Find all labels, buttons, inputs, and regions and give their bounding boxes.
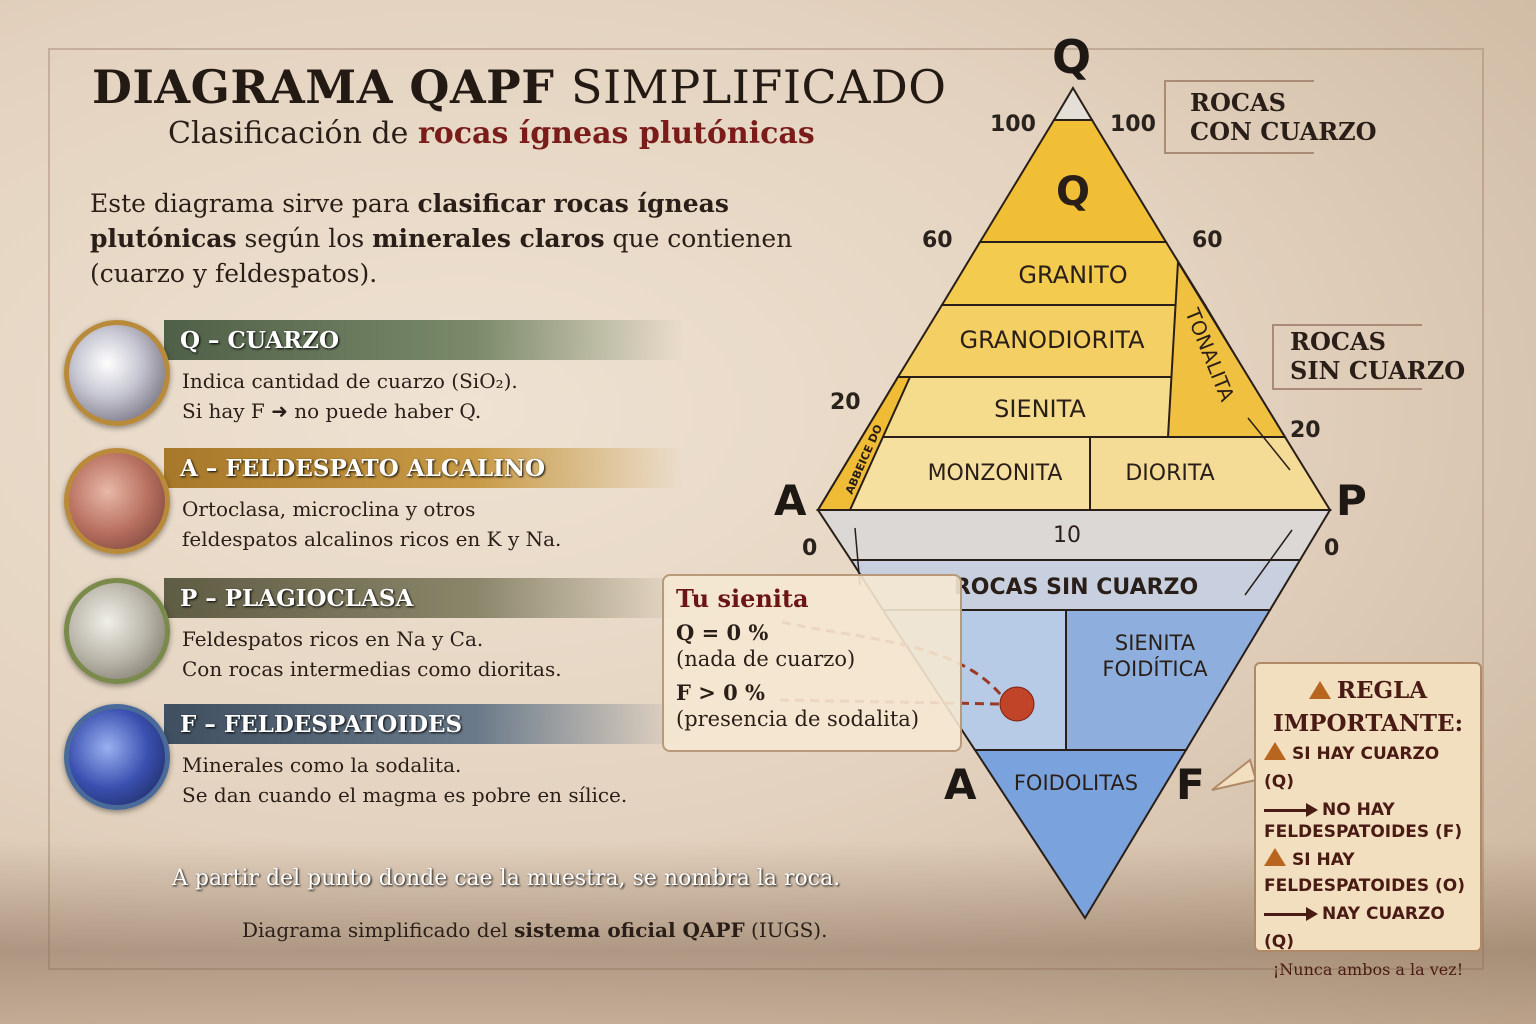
sample-heading: Tu sienita (676, 584, 809, 613)
footer-source: Diagrama simplificado del sistema oficia… (242, 918, 828, 942)
vertex-q: Q (1052, 30, 1092, 84)
field-label-sienita-foiditica: Foidítica (1102, 656, 1208, 681)
field-label-granito: Granito (1018, 261, 1127, 289)
sodalite-icon (64, 704, 170, 810)
tick-q-left-100: 100 (990, 112, 1036, 137)
rule-note: ¡Nunca ambos a la vez! (1272, 960, 1464, 979)
field-label-monzonita: Monzonita (928, 461, 1063, 486)
field-label-sienita: Sienita (994, 395, 1086, 423)
mineral-title: A – FELDESPATO ALCALINO (164, 448, 684, 488)
arrow-tonalita (1247, 417, 1291, 471)
mineral-title: P – PLAGIOCLASA (164, 578, 684, 618)
warning-triangle-icon (1264, 742, 1286, 760)
vertex-a: A (774, 476, 807, 525)
arrow-right (1244, 529, 1293, 596)
field-tonalita (1166, 258, 1287, 438)
vertex-f: F (1176, 760, 1205, 809)
page-title: DIAGRAMA QAPF SIMPLIFICADO (92, 60, 947, 114)
tick-right-20: 20 (1290, 418, 1321, 443)
warning-triangle-icon (1264, 848, 1286, 866)
tick-left-60: 60 (922, 228, 953, 253)
field-foidolitas (973, 749, 1188, 920)
field-label-foidolitas: Foidolitas (1014, 771, 1138, 795)
intro-text: Este diagrama sirve para clasificar roca… (90, 189, 793, 288)
alkali-feldspar-icon (64, 448, 170, 554)
bracket-con-cuarzo (1164, 80, 1314, 154)
page-frame (48, 48, 1484, 970)
page-subtitle: Clasificación de rocas ígneas plutónicas (168, 116, 815, 151)
mineral-title: Q – CUARZO (164, 320, 684, 360)
sample-q-value: Q = 0 % (676, 620, 769, 645)
mineral-description: Minerales como la sodalita.Se dan cuando… (182, 753, 628, 807)
vertex-p: P (1336, 476, 1367, 525)
sample-f-value: F > 0 % (676, 680, 766, 705)
mineral-a: A – FELDESPATO ALCALINO Ortoclasa, micro… (64, 448, 684, 560)
sample-point-marker (999, 686, 1035, 722)
footer-instruction: A partir del punto donde cae la muestra,… (172, 866, 841, 891)
mineral-f: F – FELDESPATOIDES Minerales como la sod… (64, 704, 684, 816)
sample-callout: Tu sienita Q = 0 % (nada de cuarzo) F > … (662, 574, 962, 752)
field-label-granodiorita: Granodiorita (960, 326, 1146, 354)
warning-triangle-icon (1308, 681, 1331, 699)
tick-left-20: 20 (830, 390, 861, 415)
tick-left-0: 0 (802, 536, 818, 561)
mineral-description: Indica cantidad de cuarzo (SiO₂).Si hay … (182, 369, 518, 423)
sample-f-note: (presencia de sodalita) (676, 707, 920, 731)
field-q-tip (1052, 86, 1094, 121)
field-label-rocas-sin-cuarzo: ROCAS SIN CUARZO (954, 575, 1198, 600)
tick-10: 10 (1053, 523, 1081, 548)
mineral-title: F – FELDESPATOIDES (164, 704, 684, 744)
tick-right-60: 60 (1192, 228, 1223, 253)
arrow-right-icon (1264, 906, 1318, 921)
quartz-crystal-icon (64, 320, 170, 426)
mineral-q: Q – CUARZO Indica cantidad de cuarzo (Si… (64, 320, 684, 432)
field-label-sienita-foiditica: Sienita (1115, 631, 1196, 655)
plagioclase-icon (64, 578, 170, 684)
bracket-sin-cuarzo (1272, 324, 1422, 390)
callout-pointer (1211, 758, 1258, 791)
sample-q-note: (nada de cuarzo) (676, 647, 856, 671)
tick-q-right-100: 100 (1110, 112, 1156, 137)
tick-right-0: 0 (1324, 536, 1340, 561)
mineral-p: P – PLAGIOCLASA Feldespatos ricos en Na … (64, 578, 684, 690)
field-label-q: Q (1056, 169, 1090, 215)
vertex-a-lower: A (944, 760, 977, 809)
field-label-diorita: Diorita (1125, 461, 1214, 486)
mineral-description: Feldespatos ricos en Na y Ca.Con rocas i… (182, 627, 562, 681)
arrow-right-icon (1264, 802, 1318, 817)
